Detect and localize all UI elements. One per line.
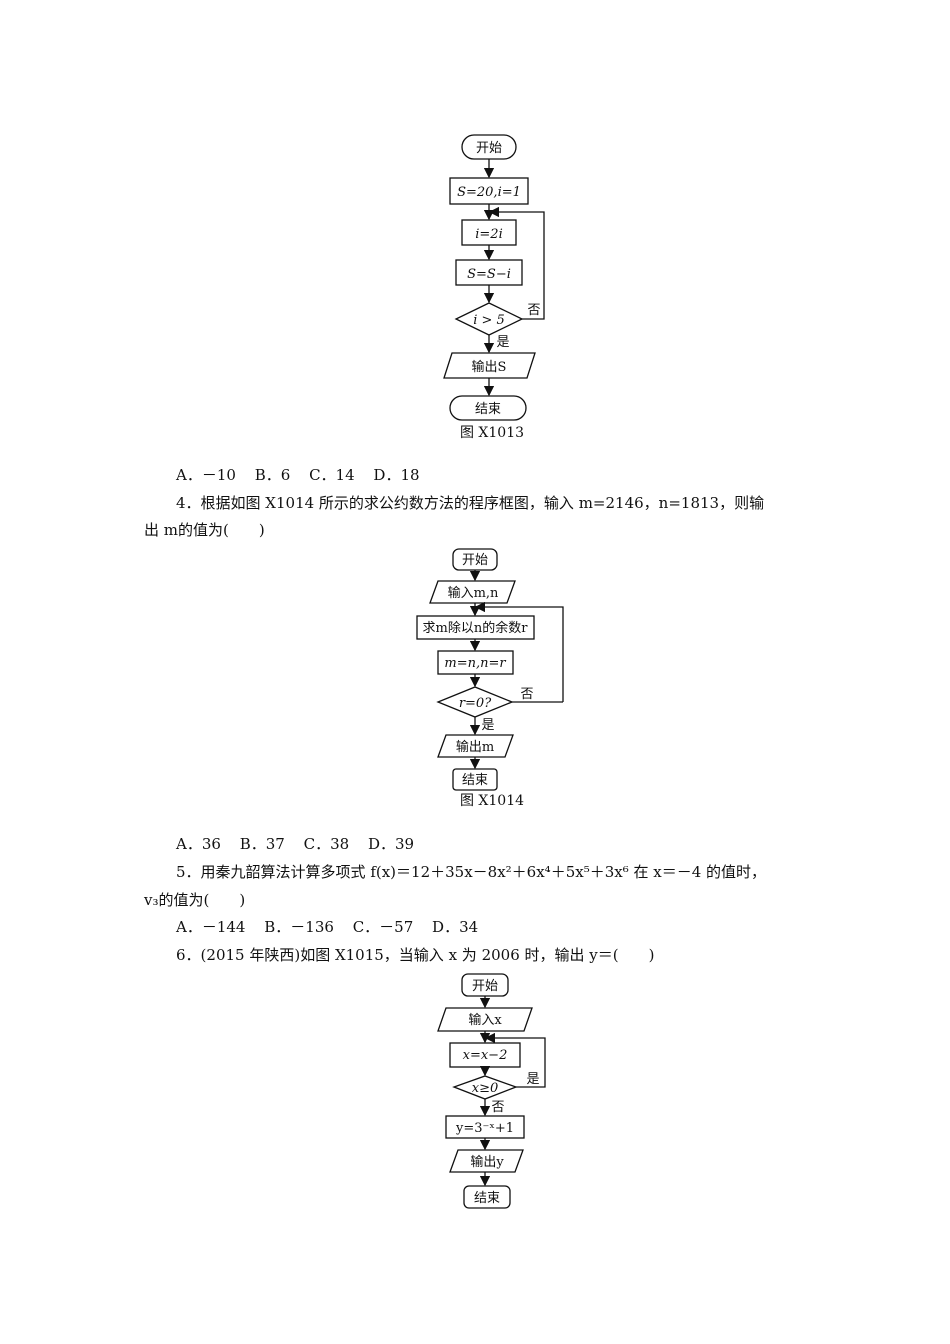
q5-option-b: B．－136 (264, 918, 334, 936)
fc2-input-parallelogram (429, 580, 516, 604)
fc3-end-label: 结束 (474, 1191, 500, 1206)
fc1-step2-label: S=S−i (467, 267, 511, 282)
q4-option-a: A．36 (176, 835, 221, 853)
q4-option-c: C．38 (303, 835, 350, 853)
fc3-output-parallelogram (449, 1149, 524, 1173)
q4-option-b: B．37 (239, 835, 285, 853)
fc2-no-label: 否 (520, 687, 533, 702)
fc2-loop-line (474, 601, 564, 702)
fc1-no-label: 否 (527, 303, 540, 318)
q5-text-line1: 5．用秦九韶算法计算多项式 f(x)＝12＋35x－8x²＋6x⁴＋5x⁵＋3x… (176, 863, 767, 881)
fc2-caption: 图 X1014 (460, 793, 524, 809)
fc3-output-label: 输出y (470, 1154, 504, 1170)
flowchart-x1015 (437, 973, 546, 1209)
fc1-cond-label: i > 5 (473, 313, 505, 328)
q5-option-c: C．－57 (352, 918, 414, 936)
flowchart-x1013 (443, 134, 545, 421)
q3-option-b: B．6 (254, 466, 291, 484)
fc3-yes-label: 是 (526, 1072, 539, 1087)
q3-option-c: C．14 (309, 466, 355, 484)
q4-option-d: D．39 (367, 835, 415, 853)
flowchart-x1014 (416, 548, 564, 791)
fc1-start-label: 开始 (476, 141, 502, 156)
q5-text-line2: v₃的值为( ) (144, 891, 246, 909)
fc3-no-label: 否 (491, 1100, 504, 1115)
fc1-loop-line (488, 206, 545, 320)
fc3-loop-line (484, 1032, 546, 1088)
fc1-end-label: 结束 (475, 402, 501, 417)
fc2-end-terminal (452, 768, 498, 791)
fc3-step1-label: x=x−2 (463, 1048, 508, 1063)
fc1-yes-label: 是 (496, 335, 509, 350)
fc2-yes-label: 是 (481, 718, 494, 733)
q6-text-line1: 6．(2015 年陕西)如图 X1015，当输入 x 为 2006 时，输出 y… (176, 946, 655, 964)
fc1-output-parallelogram (443, 352, 536, 379)
fc1-init-label: S=20,i=1 (457, 185, 521, 200)
fc1-step1-label: i=2i (475, 227, 502, 242)
q5-option-a: A．－144 (176, 918, 246, 936)
fc2-step2-label: m=n,n=r (444, 656, 506, 671)
fc3-start-label: 开始 (472, 979, 498, 994)
fc2-cond-label: r=0? (459, 696, 492, 711)
q3-option-a: A．－10 (176, 466, 236, 484)
q4-options: A．36 B．37 C．38 D．39 (176, 834, 428, 854)
q5-option-d: D．34 (432, 918, 479, 936)
fc1-caption: 图 X1013 (460, 425, 524, 441)
fc3-end-terminal (463, 1185, 511, 1209)
q4-text-line2: 出 m的值为( ) (144, 521, 265, 539)
fc1-end-terminal (449, 395, 527, 421)
fc2-end-label: 结束 (462, 773, 488, 788)
fc2-start-label: 开始 (462, 553, 488, 568)
fc2-output-parallelogram (437, 734, 514, 758)
fc1-output-label: 输出S (472, 359, 507, 375)
q5-options: A．－144 B．－136 C．－57 D．34 (176, 917, 492, 937)
fc2-input-label: 输入m,n (448, 585, 499, 601)
fc3-input-parallelogram (437, 1007, 533, 1032)
fc2-step1-label: 求m除以n的余数r (423, 620, 529, 636)
fc3-input-label: 输入x (468, 1012, 502, 1028)
q3-option-d: D．18 (373, 466, 420, 484)
fc3-cond-label: x≥0 (472, 1081, 499, 1096)
q3-options: A．－10 B．6 C．14 D．18 (176, 465, 434, 485)
fc2-output-label: 输出m (456, 739, 494, 755)
fc3-calc-label: y=3⁻ˣ+1 (455, 1121, 514, 1136)
q4-text-line1: 4．根据如图 X1014 所示的求公约数方法的程序框图，输入 m=2146，n=… (176, 494, 765, 512)
